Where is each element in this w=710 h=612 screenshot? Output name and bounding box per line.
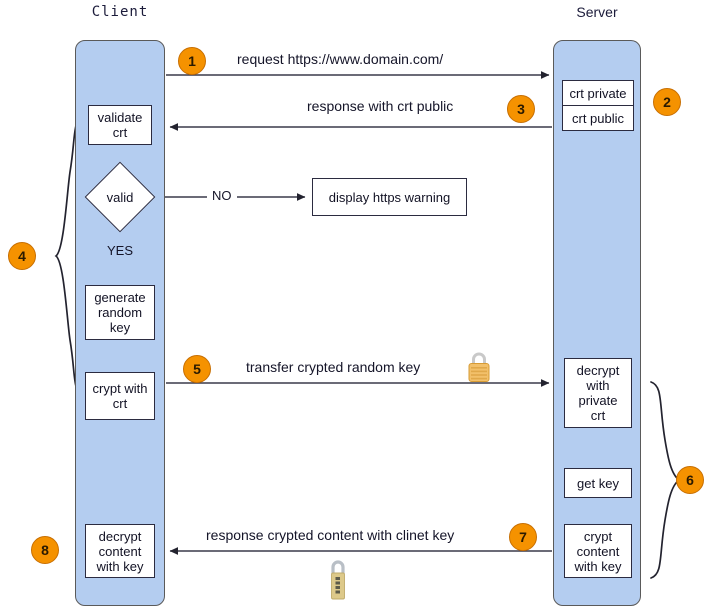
client-lane-title: Client bbox=[91, 4, 149, 20]
server-lane bbox=[553, 40, 641, 606]
box-get-key[interactable]: get key bbox=[564, 468, 632, 498]
decision-valid[interactable]: valid bbox=[84, 161, 156, 233]
message-response-crypted-content: response crypted content with clinet key bbox=[206, 527, 455, 543]
step-marker-4[interactable]: 4 bbox=[8, 242, 36, 270]
server-lane-title: Server bbox=[576, 4, 618, 20]
box-display-https-warning[interactable]: display https warning bbox=[312, 178, 467, 216]
step-marker-5[interactable]: 5 bbox=[183, 355, 211, 383]
closed-padlock-icon bbox=[468, 352, 490, 382]
box-crypt-with-crt[interactable]: crypt with crt bbox=[85, 372, 155, 420]
message-response-crt-public: response with crt public bbox=[307, 98, 454, 114]
box-generate-random-key[interactable]: generate random key bbox=[85, 285, 155, 340]
box-validate-crt[interactable]: validate crt bbox=[88, 105, 152, 145]
box-decrypt-content-with-key[interactable]: decrypt content with key bbox=[85, 524, 155, 578]
combination-padlock-icon bbox=[331, 560, 345, 600]
step-marker-6[interactable]: 6 bbox=[676, 466, 704, 494]
box-crt-public[interactable]: crt public bbox=[562, 105, 634, 131]
step-marker-3[interactable]: 3 bbox=[507, 95, 535, 123]
branch-label-no: NO bbox=[207, 188, 237, 203]
step-marker-7[interactable]: 7 bbox=[509, 523, 537, 551]
step-marker-8[interactable]: 8 bbox=[31, 536, 59, 564]
step-marker-2[interactable]: 2 bbox=[653, 88, 681, 116]
message-request: request https://www.domain.com/ bbox=[237, 51, 444, 67]
step-marker-1[interactable]: 1 bbox=[178, 47, 206, 75]
box-decrypt-with-private-crt[interactable]: decrypt with private crt bbox=[564, 358, 632, 428]
decision-valid-label: valid bbox=[106, 189, 134, 205]
branch-label-yes: YES bbox=[104, 243, 137, 258]
message-transfer-crypted-random-key: transfer crypted random key bbox=[246, 359, 421, 375]
box-crt-private[interactable]: crt private bbox=[562, 80, 634, 106]
box-crypt-content-with-key[interactable]: crypt content with key bbox=[564, 524, 632, 578]
